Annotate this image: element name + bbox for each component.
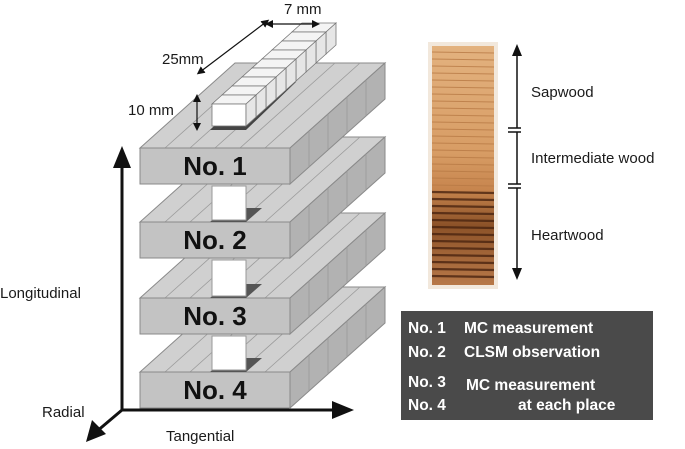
tangential-label: Tangential <box>166 428 234 445</box>
legend-box: No. 1 MC measurement No. 2 CLSM observat… <box>401 311 653 420</box>
tangential-arrowhead <box>332 401 354 419</box>
specimen-slot <box>211 259 247 297</box>
radial-label: Radial <box>42 404 85 421</box>
axes: Longitudinal Radial Tangential <box>0 146 354 445</box>
legend-no3-text: MC measurement <box>466 377 595 394</box>
specimen-strip <box>210 22 338 130</box>
radial-arrowhead <box>86 420 106 442</box>
wood-photo <box>428 42 498 289</box>
legend-no4: No. 4 <box>408 397 446 414</box>
specimen-cube <box>210 94 258 127</box>
legend-no3: No. 3 <box>408 374 446 391</box>
board-stack: No. 4 No. 3 No. 2 No. 1 <box>138 61 387 410</box>
width-dimension: 7 mm <box>284 1 322 18</box>
wood-zone-brackets: Sapwood Intermediate wood Heartwood <box>508 44 654 280</box>
specimen-slot <box>211 335 247 371</box>
legend-no2-text: CLSM observation <box>464 344 600 361</box>
dimension-annotations: 7 mm 25mm 10 mm <box>128 1 322 131</box>
sapwood-label: Sapwood <box>531 84 594 101</box>
board-label-4: No. 4 <box>183 375 247 405</box>
longitudinal-label: Longitudinal <box>0 285 81 302</box>
board-2: No. 2 <box>138 135 387 260</box>
heartwood-label: Heartwood <box>531 227 604 244</box>
height-dimension: 10 mm <box>128 102 174 119</box>
length-dimension: 25mm <box>162 51 204 68</box>
intermediate-wood-label: Intermediate wood <box>531 150 654 167</box>
longitudinal-arrowhead <box>113 146 131 168</box>
specimen-slot <box>211 185 247 221</box>
board-label-1: No. 1 <box>183 151 247 181</box>
board-label-2: No. 2 <box>183 225 247 255</box>
legend-no4-text: at each place <box>518 397 616 414</box>
board-label-3: No. 3 <box>183 301 247 331</box>
legend-no1-text: MC measurement <box>464 320 593 337</box>
legend-no2: No. 2 <box>408 344 446 361</box>
legend-no1: No. 1 <box>408 320 446 337</box>
